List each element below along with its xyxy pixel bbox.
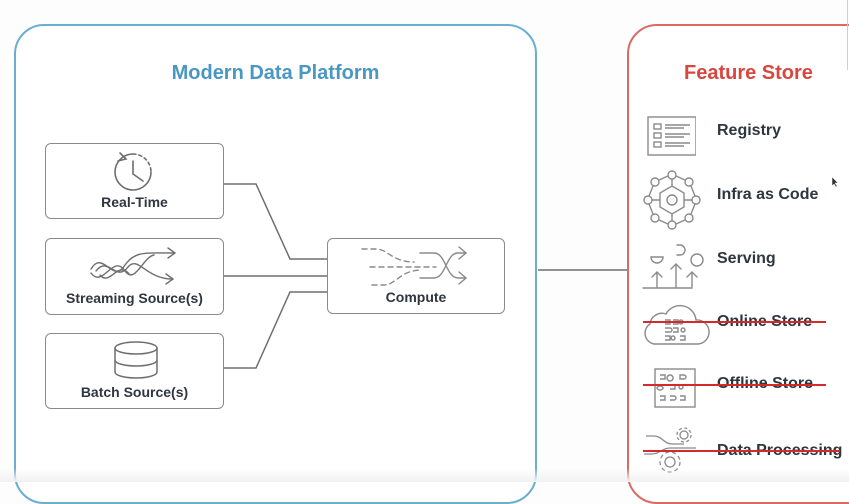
serving-arrows-icon: [642, 244, 704, 289]
streaming-label: Streaming Source(s): [66, 290, 203, 306]
registry-list-icon: [647, 116, 696, 156]
fs-item-serving: Serving: [640, 242, 849, 292]
strikethrough-online-store: [643, 321, 826, 323]
batch-label: Batch Source(s): [80, 384, 189, 400]
compute-label: Compute: [385, 289, 447, 305]
feature-store-title: Feature Store: [684, 62, 813, 84]
connector-batch-compute: [224, 291, 327, 369]
fs-item-online-store: Online Store: [640, 302, 849, 352]
network-hexagon-icon: [643, 170, 701, 230]
feature-store-panel: Feature Store: [627, 24, 849, 504]
merge-shuffle-icon: [361, 246, 468, 286]
connectors: [224, 183, 627, 369]
fs-label-serving: Serving: [717, 250, 776, 267]
batch-source-node: Batch Source(s): [45, 333, 224, 409]
compute-node: Compute: [327, 238, 505, 314]
connector-realtime-compute: [224, 183, 327, 260]
fs-label-offline-store: Offline Store: [717, 375, 813, 393]
strikethrough-offline-store: [643, 384, 826, 386]
realtime-source-node: Real-Time: [45, 143, 224, 219]
bottom-shadow: [0, 468, 849, 482]
fs-item-registry: Registry: [640, 112, 849, 162]
database-icon: [114, 341, 158, 379]
strikethrough-data-processing: [643, 450, 840, 452]
realtime-label: Real-Time: [101, 194, 168, 210]
fs-item-offline-store: Offline Store: [640, 366, 849, 416]
streaming-source-node: Streaming Source(s): [45, 238, 224, 315]
mouse-cursor-icon: [831, 176, 839, 188]
stream-waves-icon: [90, 247, 177, 285]
offline-grid-icon: [654, 368, 696, 408]
fs-label-registry: Registry: [717, 122, 782, 139]
modern-data-platform-title: Modern Data Platform: [171, 62, 380, 84]
clock-refresh-icon: [114, 152, 152, 191]
fs-label-infra-as-code: Infra as Code: [717, 186, 819, 203]
window-edge-line: [847, 0, 848, 70]
fs-item-infra-as-code: Infra as Code: [640, 170, 849, 230]
cloud-store-icon: [644, 304, 710, 345]
